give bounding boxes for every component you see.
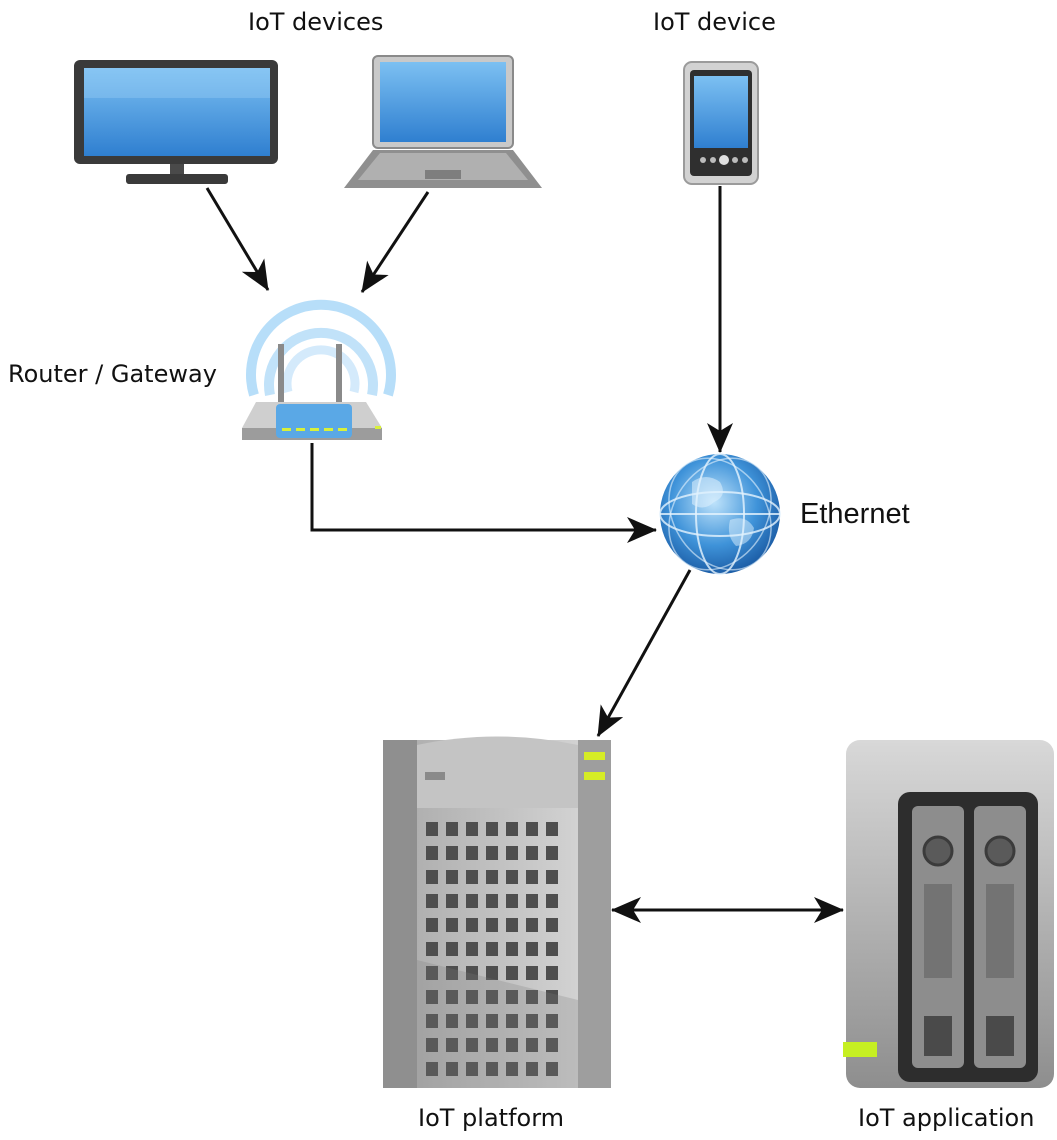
server-grille: [426, 822, 558, 1076]
smartphone-icon: [683, 61, 759, 185]
label-iot-device: IoT device: [653, 8, 776, 36]
desktop-monitor-icon: [74, 60, 278, 184]
label-iot-platform: IoT platform: [418, 1104, 565, 1132]
laptop-icon: [344, 55, 542, 188]
arrow-monitor-to-router: [205, 187, 270, 291]
label-router-gateway: Router / Gateway: [8, 360, 217, 388]
arrow-ethernet-to-platform: [596, 569, 692, 737]
label-iot-devices: IoT devices: [248, 8, 384, 36]
wifi-router-icon: [242, 299, 396, 440]
globe-icon: [659, 453, 781, 575]
arrow-router-to-ethernet: [310, 443, 657, 543]
arrow-laptop-to-router: [360, 191, 430, 293]
label-ethernet: Ethernet: [800, 498, 910, 530]
server-tower-icon: [383, 736, 611, 1088]
label-iot-application: IoT application: [858, 1104, 1035, 1132]
nas-storage-icon: [843, 740, 1054, 1088]
